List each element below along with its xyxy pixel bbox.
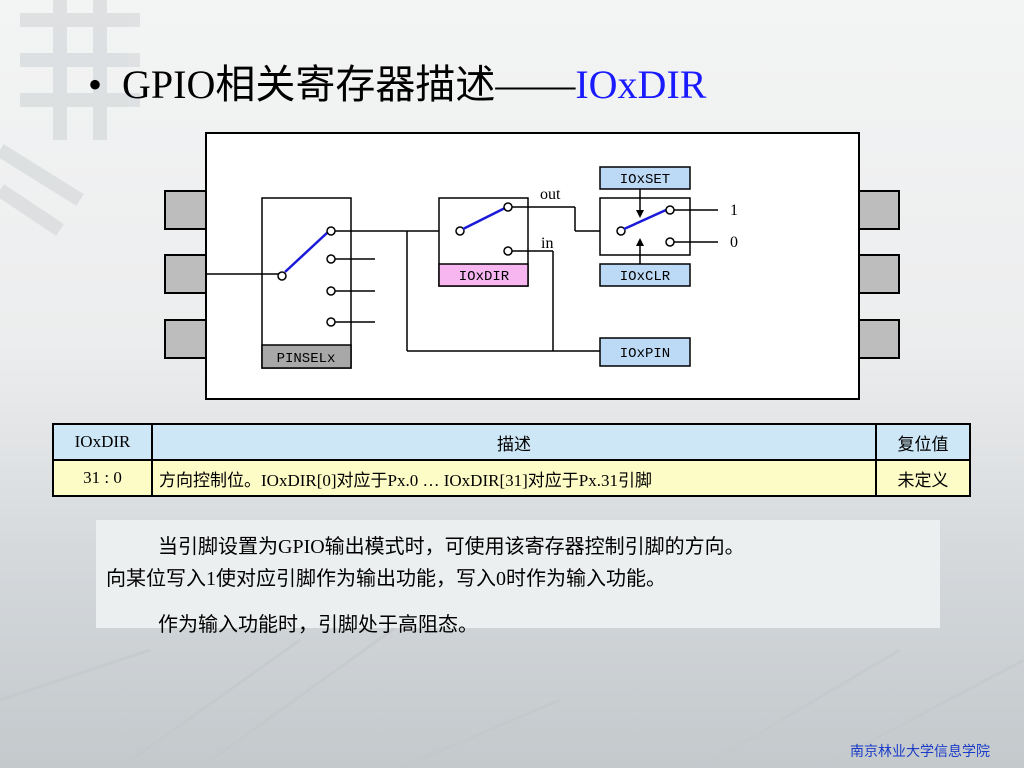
value-one-label: 1 [730, 202, 738, 219]
explanation-text: 当引脚设置为GPIO输出模式时，可使用该寄存器控制引脚的方向。 向某位写入1使对… [96, 520, 940, 636]
text-line-2: 向某位写入1使对应引脚作为输出功能，写入0时作为输入功能。 [106, 568, 666, 590]
table-row: 31 : 0 方向控制位。IOxDIR[0]对应于Px.0 … IOxDIR[3… [52, 459, 971, 497]
title-bullet: • [88, 62, 103, 107]
ioxdir-label: IOxDIR [459, 269, 510, 285]
pinsel-label-box [261, 344, 352, 369]
header-register: IOxDIR [52, 423, 153, 461]
text-line-1: 当引脚设置为GPIO输出模式时，可使用该寄存器控制引脚的方向。 [158, 536, 745, 558]
ioxclr-label: IOxCLR [620, 269, 671, 285]
value-zero-label: 0 [730, 234, 738, 251]
pinsel-box [261, 197, 352, 369]
output-switch-box [599, 197, 691, 256]
out-label: out [540, 186, 561, 203]
page-title: • GPIO相关寄存器描述——IOxDIR [88, 52, 706, 110]
left-pin-2 [164, 254, 207, 294]
ioxset-box [599, 166, 691, 190]
right-pin-3 [858, 319, 900, 359]
table-header-row: IOxDIR 描述 复位值 [52, 423, 971, 461]
ioxclr-box [599, 263, 691, 287]
left-pin-3 [164, 319, 207, 359]
register-table: IOxDIR 描述 复位值 31 : 0 方向控制位。IOxDIR[0]对应于P… [52, 423, 971, 497]
text-line-3: 作为输入功能时，引脚处于高阻态。 [158, 614, 478, 636]
cell-bits: 31 : 0 [52, 459, 153, 497]
ioxpin-label: IOxPIN [620, 346, 670, 362]
ioxset-label: IOxSET [620, 172, 670, 188]
header-reset-value: 复位值 [875, 423, 971, 461]
right-pin-2 [858, 254, 900, 294]
left-pin-1 [164, 190, 207, 230]
right-pin-1 [858, 190, 900, 230]
cell-description: 方向控制位。IOxDIR[0]对应于Px.0 … IOxDIR[31]对应于Px… [151, 459, 877, 497]
title-highlight: IOxDIR [575, 62, 707, 107]
header-description: 描述 [151, 423, 877, 461]
ioxdir-label-box [438, 263, 529, 287]
footer-institution: 南京林业大学信息学院 [850, 744, 990, 760]
title-main: GPIO相关寄存器描述—— [122, 62, 576, 107]
pinsel-label: PINSELx [277, 351, 336, 367]
ioxpin-box [599, 337, 691, 367]
cell-reset-value: 未定义 [875, 459, 971, 497]
in-label: in [541, 235, 553, 252]
